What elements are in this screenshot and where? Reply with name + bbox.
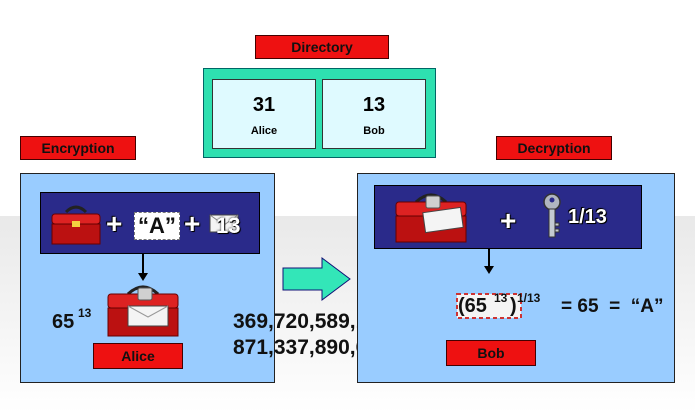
encryption-message: “A” [134,212,180,240]
formula-result: = 65 = “A” [561,296,664,317]
directory-title: Directory [255,35,389,59]
arrow-right-icon [282,257,351,301]
directory-alice-value: 31 [252,94,276,116]
encryption-result-exp: 13 [78,306,92,320]
decryption-title: Decryption [496,136,612,160]
directory-alice-owner: Alice [250,125,278,137]
key-icon [543,193,561,238]
ciphertext-line-2: 871,337,890,625 [233,336,391,359]
toolbox-icon [107,285,179,337]
directory-entry-alice: 31 Alice [212,79,316,149]
formula-exp-outer: 1/13 [517,291,541,305]
directory-bob-value: 13 [362,94,386,116]
decryption-key-exponent: 1/13 [568,206,607,228]
directory-box: 31 Alice 13 Bob [203,68,436,158]
decryption-plus: + [500,205,517,236]
encryption-result-base: 65 [52,311,75,333]
encryption-title: Encryption [20,136,136,160]
formula-close: ) [510,295,517,317]
toolbox-icon [395,193,467,243]
envelope-icon [456,293,522,319]
directory-entry-bob: 13 Bob [322,79,426,149]
encryption-plus-1: + [106,208,123,239]
formula-exp-inner: 13 [494,291,508,305]
bob-label: Bob [446,340,536,366]
envelope-icon [209,214,239,233]
directory-bob-owner: Bob [363,125,385,137]
encryption-exponent: 13 [216,213,241,238]
arrow-down-icon [138,254,148,281]
formula-open: (65 [458,295,487,317]
encryption-plus-2: + [184,208,201,239]
arrow-down-icon [484,249,494,274]
alice-label: Alice [93,343,183,369]
ciphertext-line-1: 369,720,589,101, [233,310,397,333]
toolbox-icon [51,205,101,245]
